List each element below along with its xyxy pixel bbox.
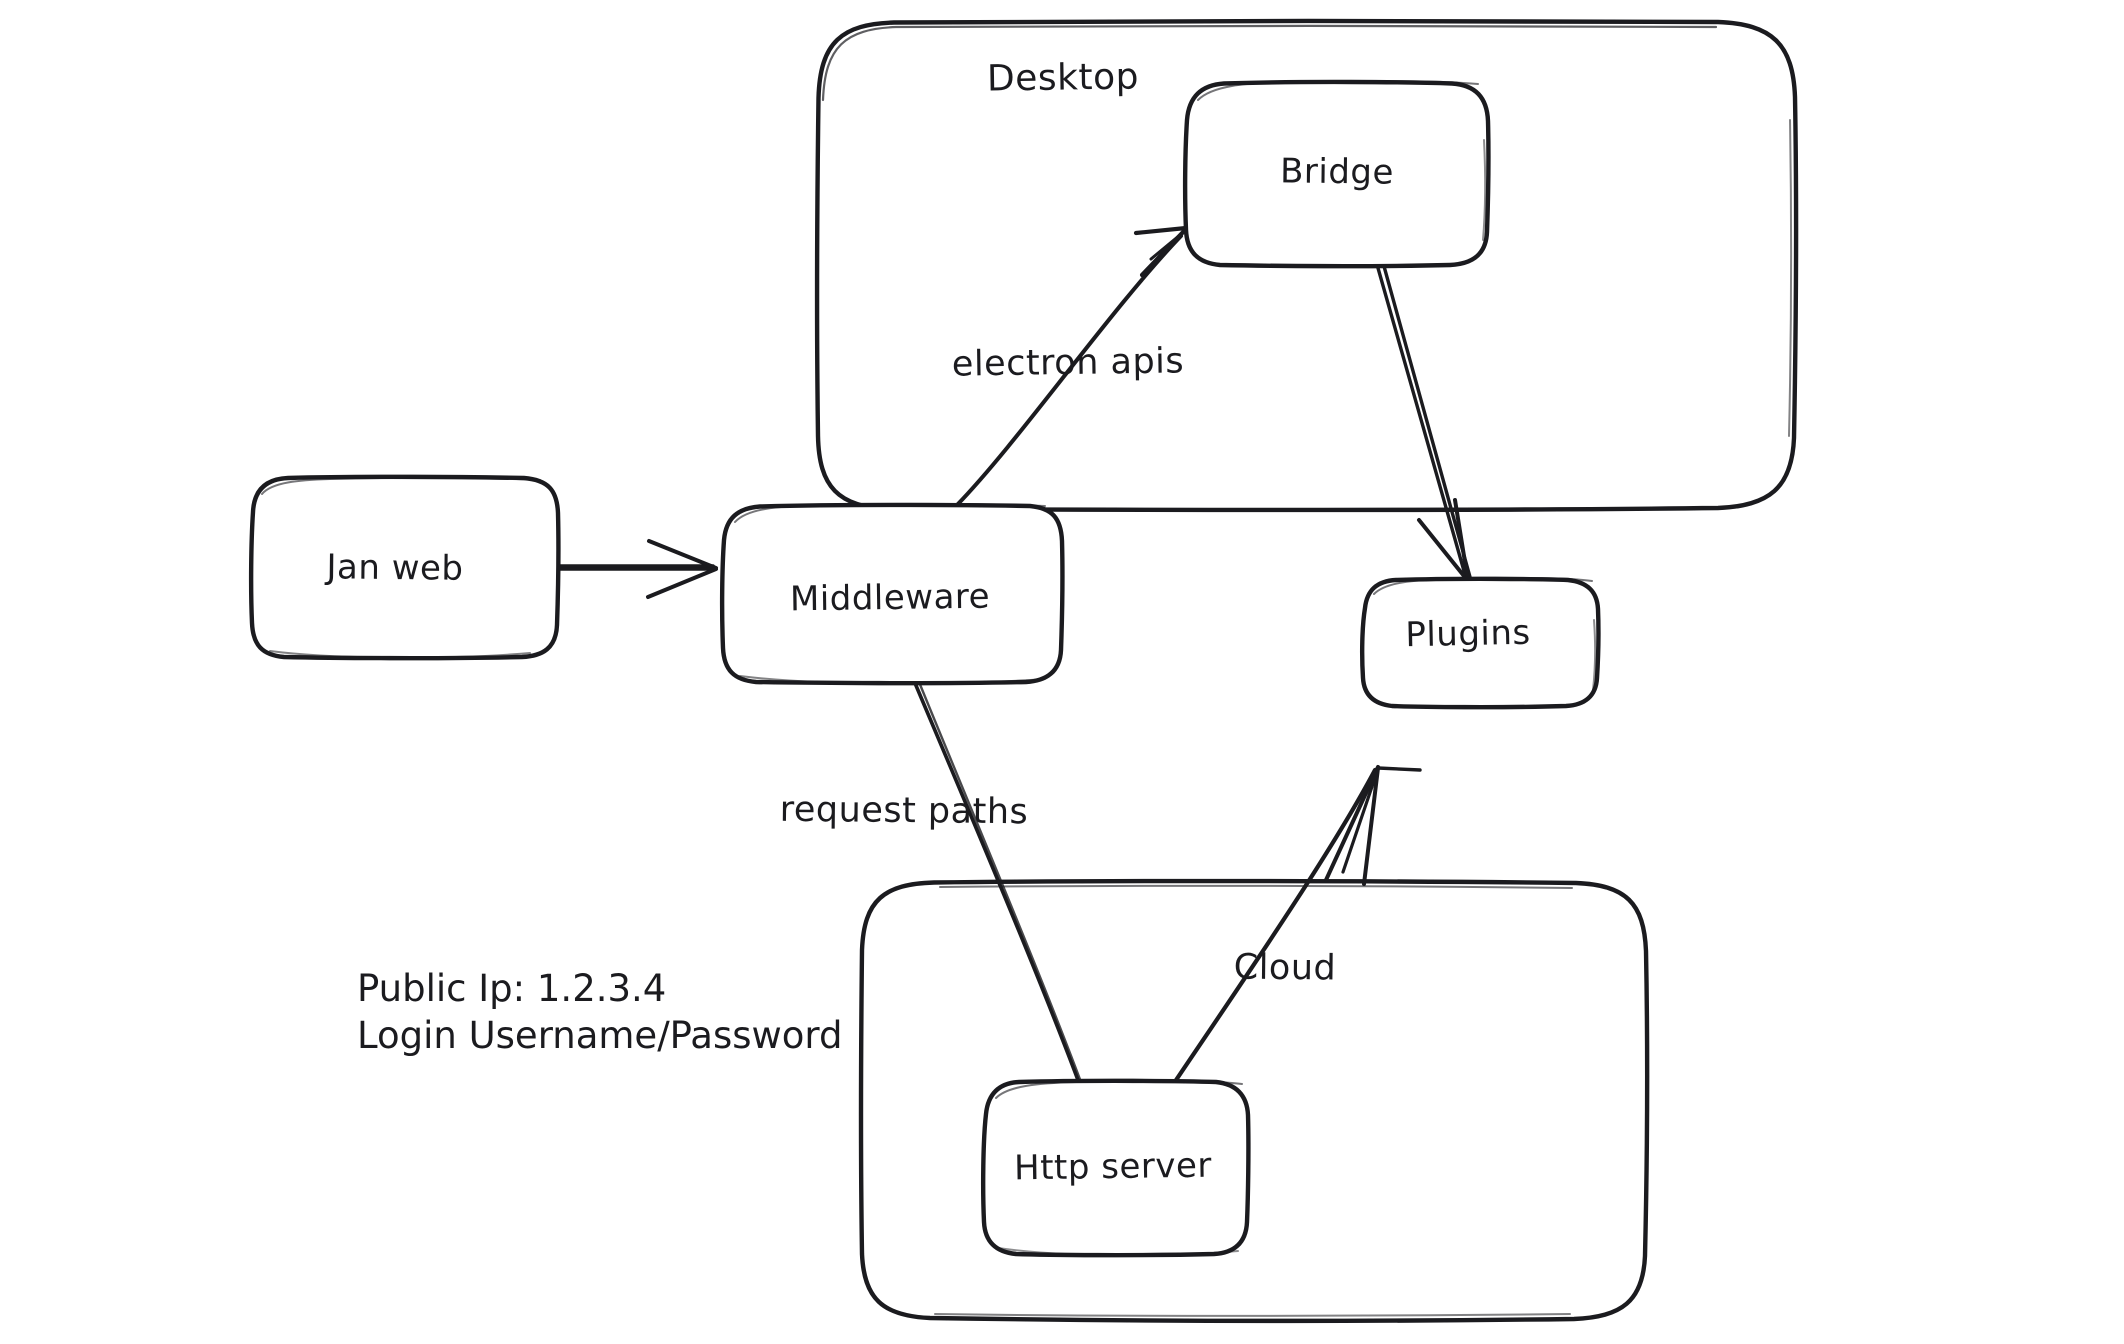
edge-jan-to-middleware <box>558 539 718 599</box>
server-credentials-note: Public Ip: 1.2.3.4 Login Username/Passwo… <box>357 965 842 1060</box>
edge-middleware-to-bridge <box>955 225 1189 507</box>
node-plugins[interactable] <box>1359 576 1601 710</box>
node-label-middleware: Middleware <box>789 576 991 620</box>
node-label-bridge: Bridge <box>1279 151 1395 193</box>
edge-middleware-to-http <box>910 674 1094 1115</box>
edge-http-to-plugins <box>1163 765 1422 1098</box>
group-label-desktop: Desktop <box>986 56 1140 100</box>
edge-label-electron-apis: electron apis <box>951 341 1185 385</box>
node-label-plugins: Plugins <box>1404 612 1532 656</box>
note-line-public-ip: Public Ip: 1.2.3.4 <box>357 967 667 1010</box>
edge-label-request-paths: request paths <box>779 789 1029 833</box>
node-jan-web[interactable] <box>248 474 561 661</box>
node-middleware[interactable] <box>719 502 1065 686</box>
edge-bridge-to-plugins <box>1374 257 1472 583</box>
node-bridge[interactable] <box>1182 79 1491 269</box>
group-label-cloud: Cloud <box>1233 947 1337 989</box>
node-http-server[interactable] <box>980 1078 1251 1258</box>
node-label-http-server: Http server <box>1013 1145 1213 1189</box>
note-line-login: Login Username/Password <box>357 1014 843 1058</box>
node-label-jan-web: Jan web <box>326 547 464 589</box>
